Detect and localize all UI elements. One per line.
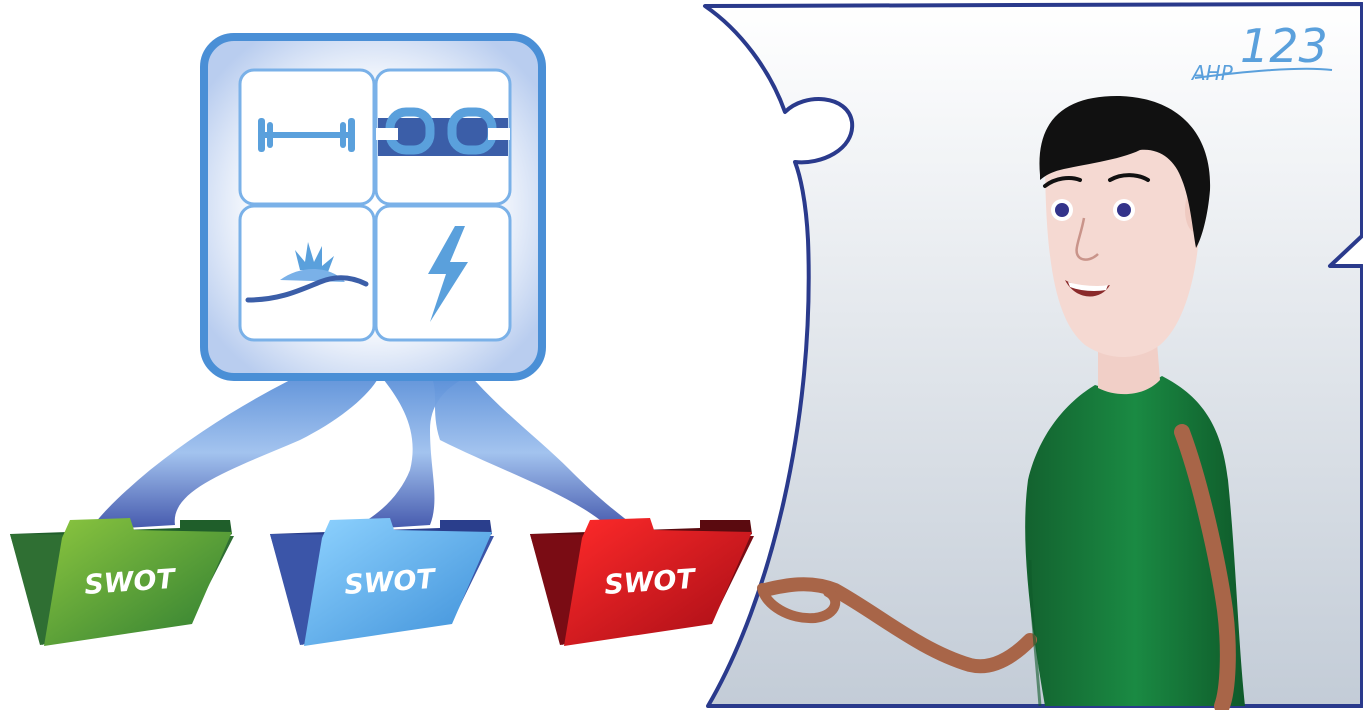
folder-green: SWOT — [10, 518, 234, 646]
folder-label-red: SWOT — [603, 564, 698, 601]
sunrise-icon — [245, 242, 369, 303]
folder-label-green: SWOT — [83, 564, 178, 601]
broken-chain-icon — [376, 107, 510, 156]
logo-number: 123 — [1240, 19, 1328, 73]
logo-text: AHP — [1190, 61, 1234, 85]
folder-red: SWOT — [530, 518, 754, 646]
eyes — [1051, 199, 1135, 221]
right-arm — [1174, 424, 1236, 710]
presenter-man — [757, 95, 1245, 710]
connector-ribbons — [90, 375, 640, 530]
swot-matrix — [200, 33, 546, 381]
lightning-icon — [428, 226, 468, 322]
ahp-logo: 123 AHP — [1190, 19, 1333, 85]
left-arm — [758, 577, 1037, 674]
folder-label-blue: SWOT — [343, 564, 438, 601]
hair — [1039, 95, 1211, 248]
open-hand — [757, 583, 841, 624]
folder-blue: SWOT — [270, 518, 494, 646]
barbell-icon — [258, 118, 355, 152]
